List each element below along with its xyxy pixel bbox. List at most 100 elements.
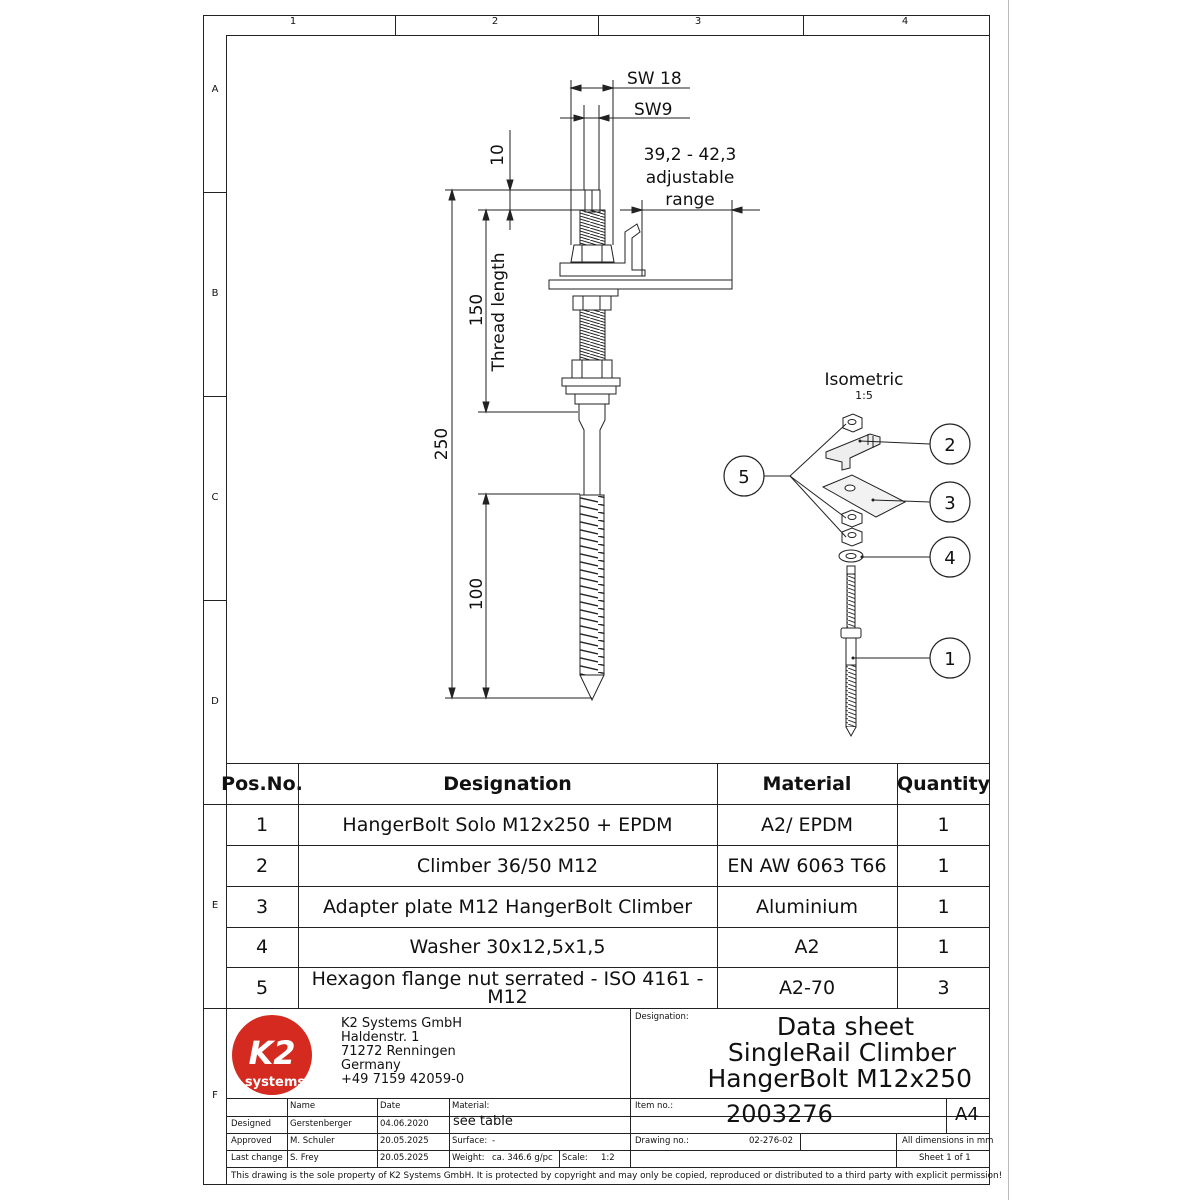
row-4-material: A2: [794, 936, 820, 958]
dimensions-note: All dimensions in mm: [902, 1136, 994, 1146]
table-line: [298, 763, 299, 1008]
logo-text: K2: [248, 1034, 295, 1072]
scale-label: Scale:: [562, 1153, 588, 1163]
table-line: [226, 1008, 990, 1009]
row-4-pos: 4: [255, 936, 269, 958]
copyright-notice: This drawing is the sole property of K2 …: [231, 1171, 1003, 1181]
row-2-designation: Climber 36/50 M12: [416, 854, 599, 877]
row-3-designation: Adapter plate M12 HangerBolt Climber: [322, 895, 693, 918]
tb-line: [630, 1008, 631, 1167]
tb-line: [449, 1098, 450, 1167]
last-change-label: Last change: [231, 1153, 283, 1163]
designation-line-3: HangerBolt M12x250: [707, 1064, 972, 1093]
weight-value: ca. 346.6 g/pc: [492, 1153, 553, 1163]
tb-line: [377, 1098, 378, 1167]
designation-line-1: Data sheet: [776, 1012, 914, 1041]
table-line: [226, 967, 990, 968]
tb-line: [896, 1133, 897, 1167]
paper-size: A4: [955, 1104, 979, 1125]
row-3-quantity: 1: [937, 895, 950, 918]
logo-sub: systems: [245, 1075, 306, 1090]
col-name-label: Name: [290, 1101, 316, 1111]
row-5-designation: Hexagon flange nut serrated - ISO 4161 -…: [311, 967, 704, 1008]
last-change-date: 20.05.2025: [380, 1153, 429, 1163]
dim-thread-length: Thread length: [489, 252, 509, 372]
row-3-material: Aluminium: [756, 895, 858, 918]
approved-name: M. Schuler: [290, 1136, 335, 1146]
zone-divider: [803, 15, 804, 35]
tb-line: [226, 1098, 990, 1099]
row-1-quantity: 1: [937, 813, 950, 836]
zone-divider: [203, 192, 226, 193]
zone-col-4: 4: [901, 16, 909, 27]
tb-line: [226, 1133, 630, 1134]
header-designation: Designation: [443, 772, 572, 795]
table-line: [989, 763, 990, 1008]
surface-label: Surface:: [452, 1136, 488, 1146]
table-line: [226, 804, 990, 805]
balloon-2: 2: [944, 435, 955, 456]
surface-value: -: [492, 1136, 496, 1146]
balloon-1: 1: [944, 649, 955, 670]
scale-value: 1:2: [601, 1153, 615, 1163]
header-pos: Pos.No.: [221, 772, 303, 795]
zone-row-b: B: [211, 288, 219, 299]
table-line: [226, 886, 990, 887]
parts-table: Pos.No. Designation Material Quantity 1 …: [221, 763, 991, 1009]
isometric-title: Isometric: [824, 370, 903, 390]
row-2-quantity: 1: [937, 854, 950, 877]
zone-divider: [203, 396, 226, 397]
zone-col-1: 1: [289, 16, 297, 27]
dim-10: 10: [488, 144, 508, 166]
zone-divider: [203, 804, 226, 805]
approved-date: 20.05.2025: [380, 1136, 429, 1146]
tb-line: [287, 1098, 288, 1167]
header-material: Material: [762, 772, 852, 795]
zone-row-d: D: [211, 696, 219, 707]
dim-range-value: 39,2 - 42,3: [644, 145, 737, 165]
row-3-pos: 3: [255, 895, 269, 918]
zone-col-3: 3: [694, 16, 702, 27]
material-label: Material:: [452, 1101, 490, 1111]
header-quantity: Quantity: [896, 772, 991, 795]
approved-label: Approved: [231, 1136, 272, 1146]
isometric-scale: 1:5: [855, 389, 873, 402]
tb-line: [559, 1150, 560, 1167]
company-country: Germany: [341, 1058, 401, 1073]
title-block: K2 systems K2 Systems GmbH Haldenstr. 1 …: [226, 1008, 1002, 1185]
company-phone: +49 7159 42059-0: [341, 1072, 465, 1087]
table-line: [226, 845, 990, 846]
col-date-label: Date: [380, 1101, 401, 1111]
last-change-name: S. Frey: [290, 1153, 319, 1163]
tb-line: [226, 1116, 990, 1117]
balloon-3: 3: [944, 493, 955, 514]
designation-title: Data sheet SingleRail Climber HangerBolt…: [630, 1014, 974, 1092]
item-no-label: Item no.:: [635, 1101, 674, 1111]
dim-250: 250: [432, 428, 452, 460]
designation-label: Designation:: [635, 1012, 689, 1022]
balloon-4: 4: [944, 548, 955, 569]
tb-line: [946, 1098, 947, 1133]
page-edge-line: [1008, 0, 1009, 1200]
weight-label: Weight:: [452, 1153, 485, 1163]
row-1-material: A2/ EPDM: [760, 813, 853, 836]
table-line: [717, 763, 718, 1008]
row-5-quantity: 3: [937, 976, 950, 999]
tb-line: [800, 1133, 801, 1150]
designation-line-2: SingleRail Climber: [727, 1038, 956, 1067]
designed-label: Designed: [231, 1119, 271, 1129]
row-4-quantity: 1: [937, 936, 950, 958]
zone-col-2: 2: [491, 16, 499, 27]
table-line: [897, 763, 898, 1008]
row-1-pos: 1: [255, 813, 269, 836]
dim-sw9: SW9: [634, 100, 672, 120]
material-value: see table: [453, 1114, 513, 1129]
drawing-no-label: Drawing no.:: [635, 1136, 690, 1146]
table-line: [226, 763, 990, 764]
drawing-frame-inner: [226, 35, 990, 1185]
company-city: 71272 Renningen: [341, 1044, 456, 1059]
zone-row-a: A: [211, 84, 219, 95]
row-4-designation: Washer 30x12,5x1,5: [409, 936, 606, 958]
row-2-material: EN AW 6063 T66: [727, 854, 887, 877]
dim-100: 100: [467, 578, 487, 610]
